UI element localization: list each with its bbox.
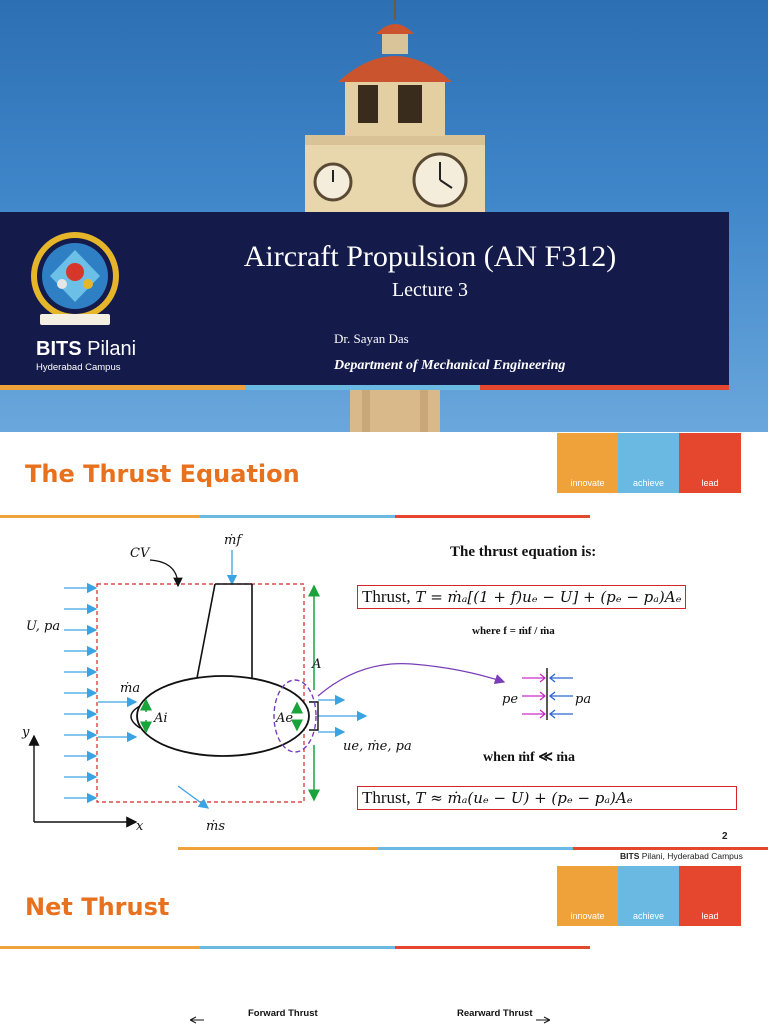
page-number: 2 xyxy=(722,831,728,842)
label-y: y xyxy=(21,725,30,740)
rearward-thrust-label: Rearward Thrust xyxy=(457,1008,533,1019)
campus-label: Hyderabad Campus xyxy=(36,362,121,373)
label-mf: ṁf xyxy=(224,533,243,548)
tagline-banner: innovate achieve lead xyxy=(557,433,741,493)
bits-seal-logo xyxy=(31,232,119,325)
thrust-equation-box: Thrust, T = ṁₐ[(1 + f)uₑ − U] + (pₑ − pₐ… xyxy=(357,585,687,609)
slide-title: The Thrust Equation xyxy=(25,460,300,488)
lecture-number: Lecture 3 xyxy=(391,279,469,301)
footer-rule xyxy=(178,847,768,850)
title-band-stripes xyxy=(0,385,729,390)
header-rule-2 xyxy=(0,946,590,949)
forward-thrust-label: Forward Thrust xyxy=(248,1008,318,1019)
label-ms: ṁs xyxy=(206,819,225,834)
when-note: when ṁf ≪ ṁa xyxy=(483,750,576,765)
label-ae: Ae xyxy=(275,711,293,726)
label-pa: pa xyxy=(575,692,591,707)
equation-heading: The thrust equation is: xyxy=(450,544,597,560)
course-title: Aircraft Propulsion (AN F312) xyxy=(243,240,617,273)
tagline-banner-2: innovate achieve lead xyxy=(557,866,741,926)
thrust-approx-box: Thrust, T ≈ ṁₐ(uₑ − U) + (pₑ − pₐ)Aₑ xyxy=(357,786,737,810)
header-rule xyxy=(0,515,590,518)
slide-title-2: Net Thrust xyxy=(25,893,170,921)
label-u-pa: U, pa xyxy=(26,619,60,634)
department-name: Department of Mechanical Engineering xyxy=(334,358,566,373)
author-name: Dr. Sayan Das xyxy=(334,331,409,346)
bits-brand: BITS Pilani xyxy=(36,338,137,360)
label-cv: CV xyxy=(130,546,151,561)
label-a: A xyxy=(311,657,321,672)
label-ma: ṁa xyxy=(120,681,140,696)
thrust-diagram: CV ṁf U, pa ṁa Ai Ae A ue, ṁe, pa ṁs x y… xyxy=(21,533,591,834)
footer-campus: BITS Pilani, Hyderabad Campus xyxy=(620,851,743,861)
title-band xyxy=(0,212,729,390)
title-slide: BITS Pilani Hyderabad Campus Aircraft Pr… xyxy=(0,0,768,432)
thrust-direction-arrows xyxy=(190,1016,550,1024)
label-ai: Ai xyxy=(153,711,168,726)
label-x: x xyxy=(136,819,144,834)
where-note: where f = ṁf / ṁa xyxy=(472,625,555,637)
label-pe: pe xyxy=(502,692,518,707)
label-exit: ue, ṁe, pa xyxy=(343,739,412,754)
